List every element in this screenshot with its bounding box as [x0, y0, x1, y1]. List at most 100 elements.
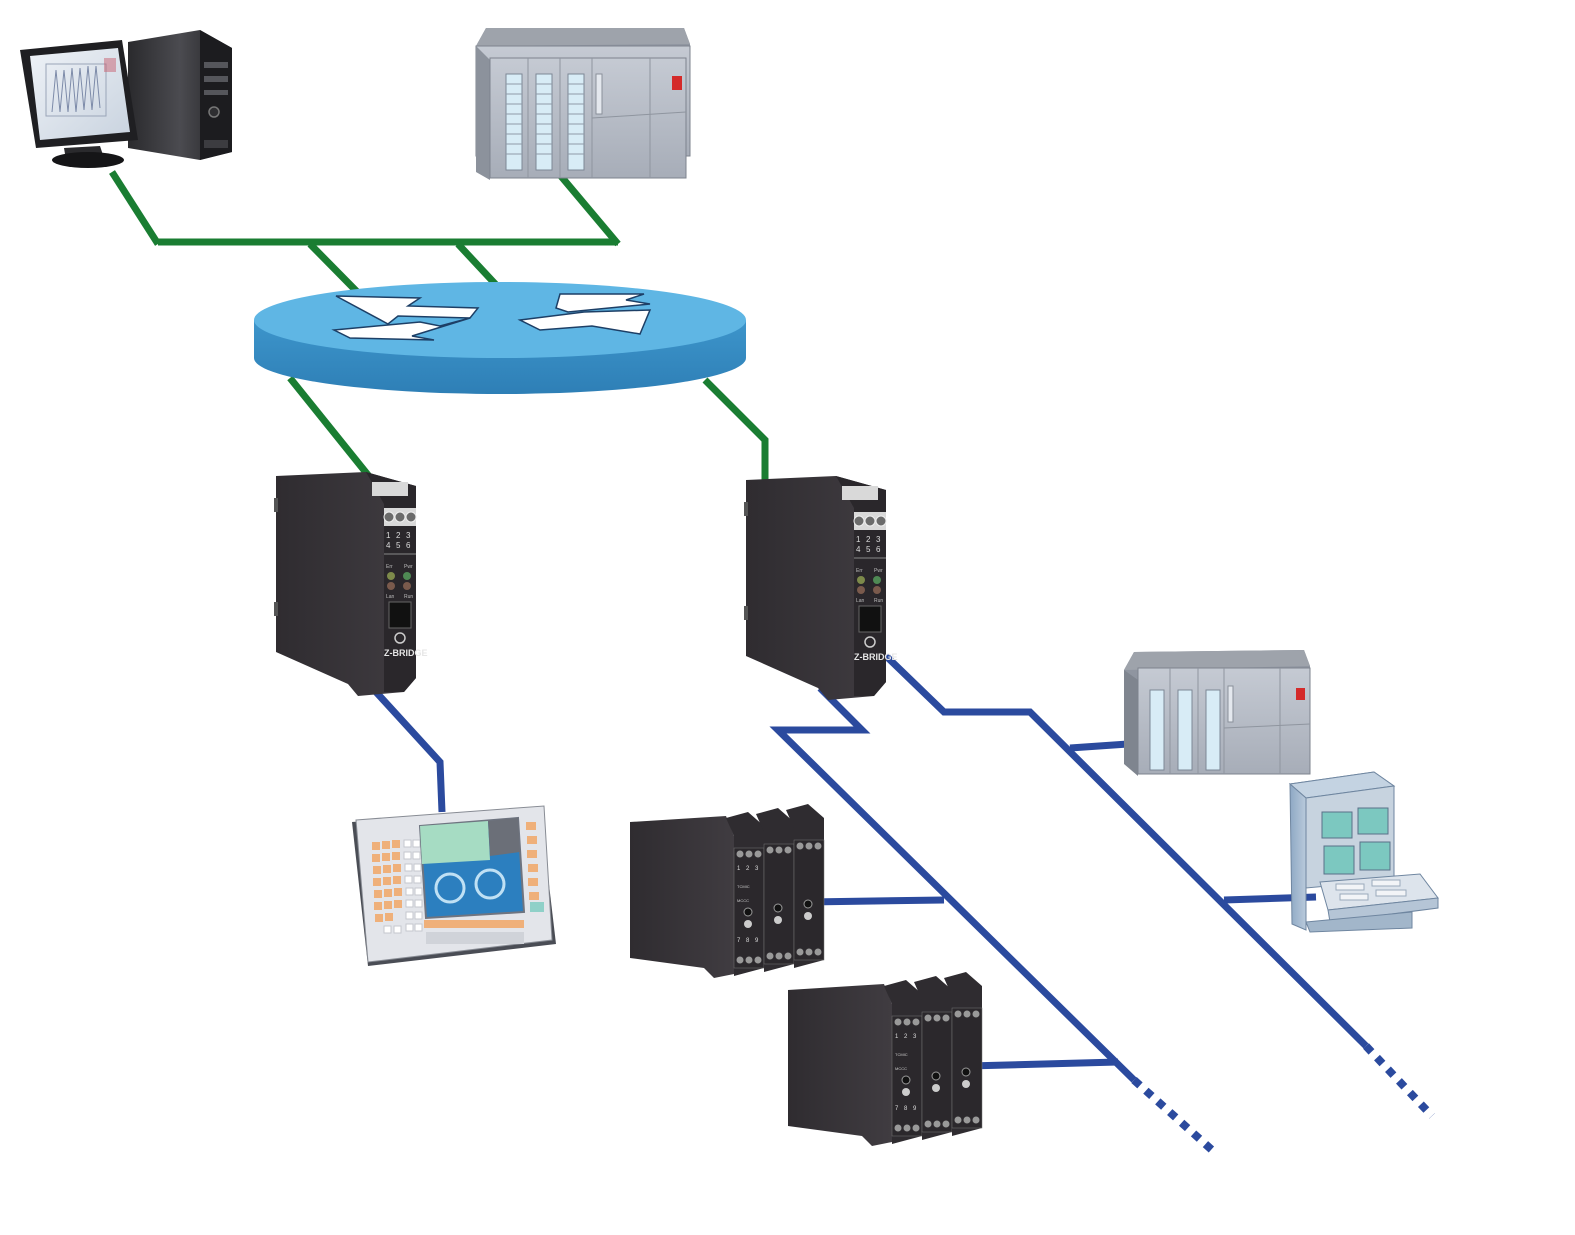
terminal-3: 3 [406, 531, 411, 540]
led-lan [387, 582, 395, 590]
rs485-bus-a [769, 685, 1137, 1083]
screen-chart-icon [45, 63, 107, 117]
hmi-function-keys-right [526, 822, 539, 900]
io-modules-group-1: 1 2 3 TCMIC MCCC 7 8 9 [630, 804, 825, 978]
led-err [387, 572, 395, 580]
terminal-6: 6 [406, 541, 411, 550]
hmi-screen-gauge-icon [434, 872, 466, 904]
module-label-a: TCMIC [895, 1052, 908, 1057]
terminal-6: 6 [876, 545, 881, 554]
ethernet-port [858, 605, 882, 633]
link-switch-to-gateway-left [287, 375, 375, 483]
terminal-3: 3 [913, 1034, 917, 1040]
gateway-right: 1 2 3 4 5 6 Err Pwr Lan Run Z-BRIDGE [744, 476, 898, 700]
monitor-stand [52, 152, 124, 168]
io-modules-group-2: 1 2 3 TCMIC MCCC 7 8 9 [788, 972, 983, 1146]
led-label-pwr: Pwr [404, 564, 413, 570]
terminal-2: 2 [904, 1034, 908, 1040]
terminal-5: 5 [396, 541, 401, 550]
brand-logo-icon [394, 632, 406, 644]
gateway-body [746, 476, 886, 700]
led-label-lan: Lan [386, 594, 395, 600]
io-module: 1 2 3 TCMIC MCCC 7 8 9 [726, 812, 765, 976]
terminal-4: 4 [856, 545, 861, 554]
plc-rack-top [475, 28, 691, 180]
terminal-2: 2 [396, 531, 401, 540]
drop-io-modules-1 [807, 896, 945, 906]
link-pc-to-backbone [109, 170, 161, 246]
io-slot-strips [505, 73, 585, 171]
led-label-lan: Lan [856, 598, 865, 604]
drop-plc-right [1069, 740, 1129, 752]
terminal-3: 3 [876, 535, 881, 544]
link-plc-to-backbone [557, 172, 621, 247]
module-label-b: MCCC [737, 898, 749, 903]
bus-a-continuation-dotted [1131, 1077, 1215, 1153]
io-slot-strips [1149, 689, 1221, 771]
drop-io-modules-2 [967, 1058, 1119, 1070]
terminal-3: 3 [755, 866, 759, 872]
bus-b-continuation-dotted [1363, 1043, 1435, 1119]
led-label-run: Run [874, 598, 883, 604]
gateway-body [276, 472, 416, 696]
terminal-8: 8 [746, 938, 750, 944]
led-label-err: Err [386, 564, 393, 570]
led-run [403, 582, 411, 590]
terminal-2: 2 [746, 866, 750, 872]
switch-top [254, 282, 746, 358]
ethernet-switch [254, 282, 746, 394]
terminal-4: 4 [386, 541, 391, 550]
led-pwr [873, 576, 881, 584]
terminal-5: 5 [866, 545, 871, 554]
link-gateway-left-to-hmi [373, 689, 446, 813]
module-label-a: TCMIC [737, 884, 750, 889]
plc-top-face [476, 28, 690, 46]
terminal-8: 8 [904, 1106, 908, 1112]
ethernet-links [109, 170, 769, 488]
hmi-operator-panel [352, 805, 556, 966]
plc-status-led [1296, 688, 1305, 700]
rs485-bus-b [883, 653, 1369, 1049]
led-lan [857, 586, 865, 594]
led-run [873, 586, 881, 594]
led-err [857, 576, 865, 584]
terminal-1: 1 [895, 1034, 899, 1040]
hmi-function-keys-bottom [424, 920, 524, 928]
terminal-block-top [372, 482, 417, 526]
led-pwr [403, 572, 411, 580]
pc-workstation [20, 30, 232, 168]
hmi-keypad-white [383, 839, 423, 934]
terminal-1: 1 [737, 866, 741, 872]
gateway-brand-label: Z-BRIDGE [384, 648, 428, 658]
io-module [944, 972, 983, 1136]
led-label-pwr: Pwr [874, 568, 883, 574]
io-module [914, 976, 953, 1140]
hmi-keypad-orange [372, 840, 402, 922]
terminal-2: 2 [866, 535, 871, 544]
power-button-icon [208, 106, 220, 118]
terminal-7: 7 [895, 1106, 899, 1112]
switch-arrows-icon [331, 293, 652, 341]
terminal-1: 1 [386, 531, 391, 540]
module-label-b: MCCC [895, 1066, 907, 1071]
terminal-9: 9 [755, 938, 759, 944]
io-module [786, 804, 825, 968]
gateway-brand-label: Z-BRIDGE [854, 652, 898, 662]
rs485-links [373, 653, 1435, 1153]
ethernet-port [388, 601, 412, 629]
terminal-block-top [842, 486, 887, 530]
gateway-left: 1 2 3 4 5 6 Err Pwr Lan Run Z-BRIDGE [274, 472, 428, 696]
console-monitors-icon [1321, 807, 1391, 875]
plc-rack-right [1124, 650, 1311, 776]
terminal-7: 7 [737, 938, 741, 944]
io-module [756, 808, 795, 972]
terminal-9: 9 [913, 1106, 917, 1112]
led-label-err: Err [856, 568, 863, 574]
scada-control-console [1288, 771, 1439, 933]
terminal-1: 1 [856, 535, 861, 544]
link-switch-to-gateway-right [702, 377, 769, 488]
led-label-run: Run [404, 594, 413, 600]
plc-status-led [672, 76, 682, 90]
brand-logo-icon [864, 636, 876, 648]
